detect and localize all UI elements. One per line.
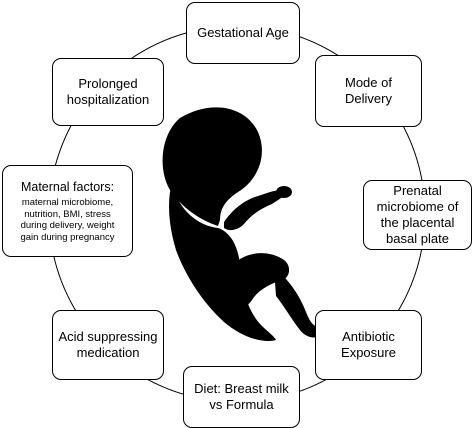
node-detail: maternal microbiome,nutrition, BMI, stre… xyxy=(20,197,115,243)
node-maternal-factors: Maternal factors: maternal microbiome,nu… xyxy=(2,165,133,257)
node-label: Maternal factors: xyxy=(20,180,115,194)
fetus-silhouette-icon xyxy=(162,107,336,342)
node-gestational-age: Gestational Age xyxy=(186,2,300,64)
node-label: Gestational Age xyxy=(197,25,289,40)
